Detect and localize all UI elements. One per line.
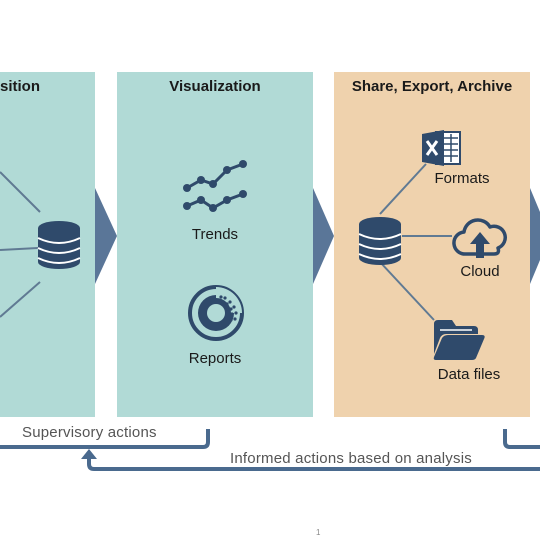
data-files-label: Data files [437,366,501,383]
informed-feedback-line [87,457,540,471]
folder-icon [433,320,485,360]
share-export-archive-title: Share, Export, Archive [351,78,513,95]
acquisition-title: sition [0,78,40,95]
acquisition-panel: sition [0,72,95,417]
right-feedback-line [503,429,540,449]
database-icon [37,221,81,269]
visualization-panel: Visualization Trends Reports [117,72,313,417]
informed-actions-label: Informed actions based on analysis [230,450,472,467]
cloud-upload-icon [452,218,507,258]
flow-arrow-1 [95,188,117,284]
supervisory-actions-label: Supervisory actions [22,424,157,441]
cloud-label: Cloud [460,263,500,280]
database-icon [358,217,402,265]
page-number: 1 [316,528,321,537]
share-connector-lines [379,163,452,321]
flow-arrow-2 [313,188,334,284]
formats-label: Formats [434,170,490,187]
visualization-title: Visualization [169,78,261,95]
reports-label: Reports [188,350,242,367]
trends-icon [183,160,247,212]
informed-feedback-arrowhead [81,449,97,459]
acquisition-connector-lines [0,171,41,318]
excel-icon [422,130,461,166]
reports-icon [188,285,244,341]
trends-label: Trends [191,226,239,243]
flow-arrow-3 [530,188,540,284]
share-export-archive-panel: Share, Export, Archive Formats Cloud Dat… [334,72,530,417]
supervisory-feedback-line [0,429,210,449]
